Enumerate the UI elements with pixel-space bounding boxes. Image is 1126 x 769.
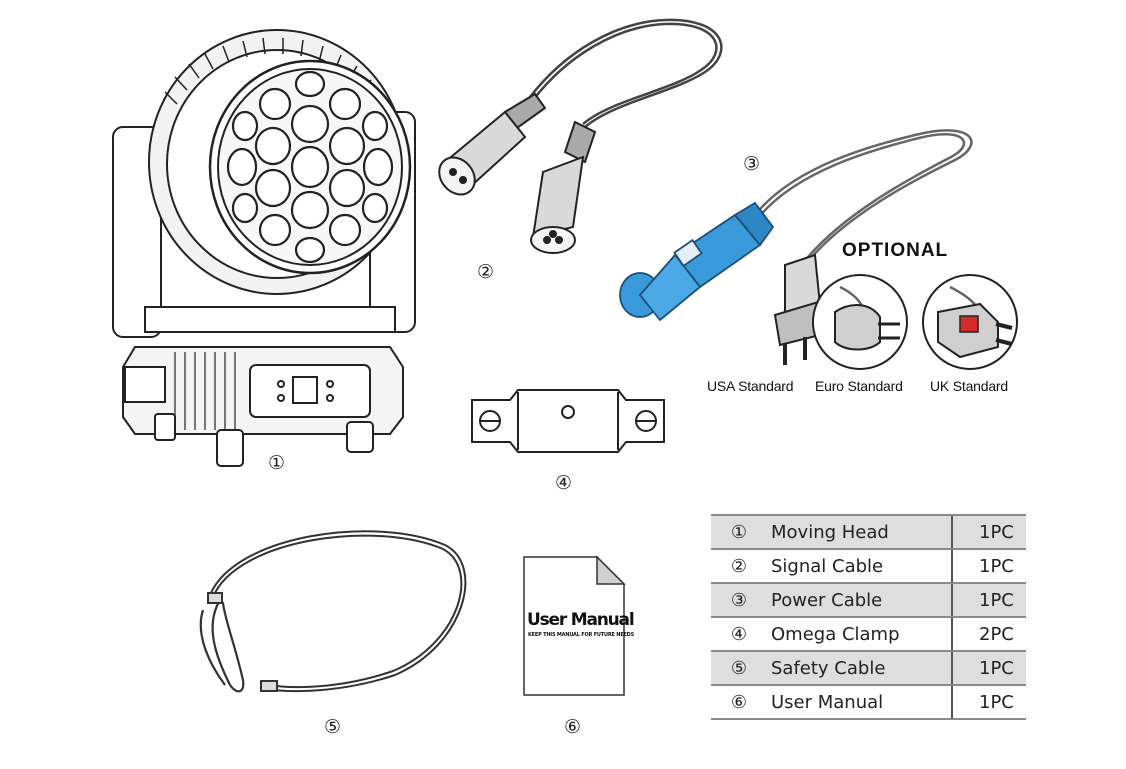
item-number-3: ③ [743, 153, 761, 175]
row-number: ④ [711, 617, 753, 652]
table-row: ⑥ User Manual 1PC [711, 685, 1026, 720]
user-manual-subtitle: KEEP THIS MANUAL FOR FUTURE NEEDS [528, 632, 635, 638]
row-name: Signal Cable [753, 549, 952, 584]
usa-standard-label: USA Standard [707, 378, 794, 394]
item-number-4: ④ [555, 472, 573, 494]
optional-heading: OPTIONAL [842, 240, 949, 261]
row-number: ② [711, 549, 753, 584]
euro-plug-illustration [812, 274, 908, 370]
row-qty: 1PC [951, 583, 1026, 618]
row-qty: 1PC [951, 685, 1026, 720]
row-name: Moving Head [753, 514, 952, 550]
row-number: ⑥ [711, 685, 753, 720]
user-manual-illustration [523, 555, 626, 696]
table-row: ① Moving Head 1PC [711, 514, 1026, 550]
item-number-6: ⑥ [564, 716, 582, 738]
row-name: Safety Cable [753, 651, 952, 686]
safety-cable-illustration [199, 530, 467, 693]
signal-cable-illustration [438, 18, 723, 254]
item-number-2: ② [477, 261, 495, 283]
uk-standard-label: UK Standard [930, 378, 1008, 394]
row-name: Omega Clamp [753, 617, 952, 652]
row-number: ⑤ [711, 651, 753, 686]
omega-clamp-illustration [471, 389, 665, 453]
table-row: ④ Omega Clamp 2PC [711, 617, 1026, 652]
item-number-5: ⑤ [324, 716, 342, 738]
row-name: Power Cable [753, 583, 952, 618]
table-row: ⑤ Safety Cable 1PC [711, 651, 1026, 686]
table-row: ② Signal Cable 1PC [711, 549, 1026, 584]
row-number: ③ [711, 583, 753, 618]
row-qty: 1PC [951, 549, 1026, 584]
row-name: User Manual [753, 685, 952, 720]
user-manual-title: User Manual [527, 610, 635, 630]
packing-list-table: ① Moving Head 1PC ② Signal Cable 1PC ③ P… [711, 514, 1026, 720]
power-cable-illustration [619, 129, 973, 365]
row-qty: 1PC [951, 651, 1026, 686]
row-number: ① [711, 514, 753, 550]
row-qty: 1PC [951, 514, 1026, 550]
euro-standard-label: Euro Standard [815, 378, 903, 394]
uk-plug-illustration [922, 274, 1018, 370]
item-number-1: ① [268, 452, 286, 474]
table-row: ③ Power Cable 1PC [711, 583, 1026, 618]
row-qty: 2PC [951, 617, 1026, 652]
moving-head-illustration [112, 29, 416, 467]
